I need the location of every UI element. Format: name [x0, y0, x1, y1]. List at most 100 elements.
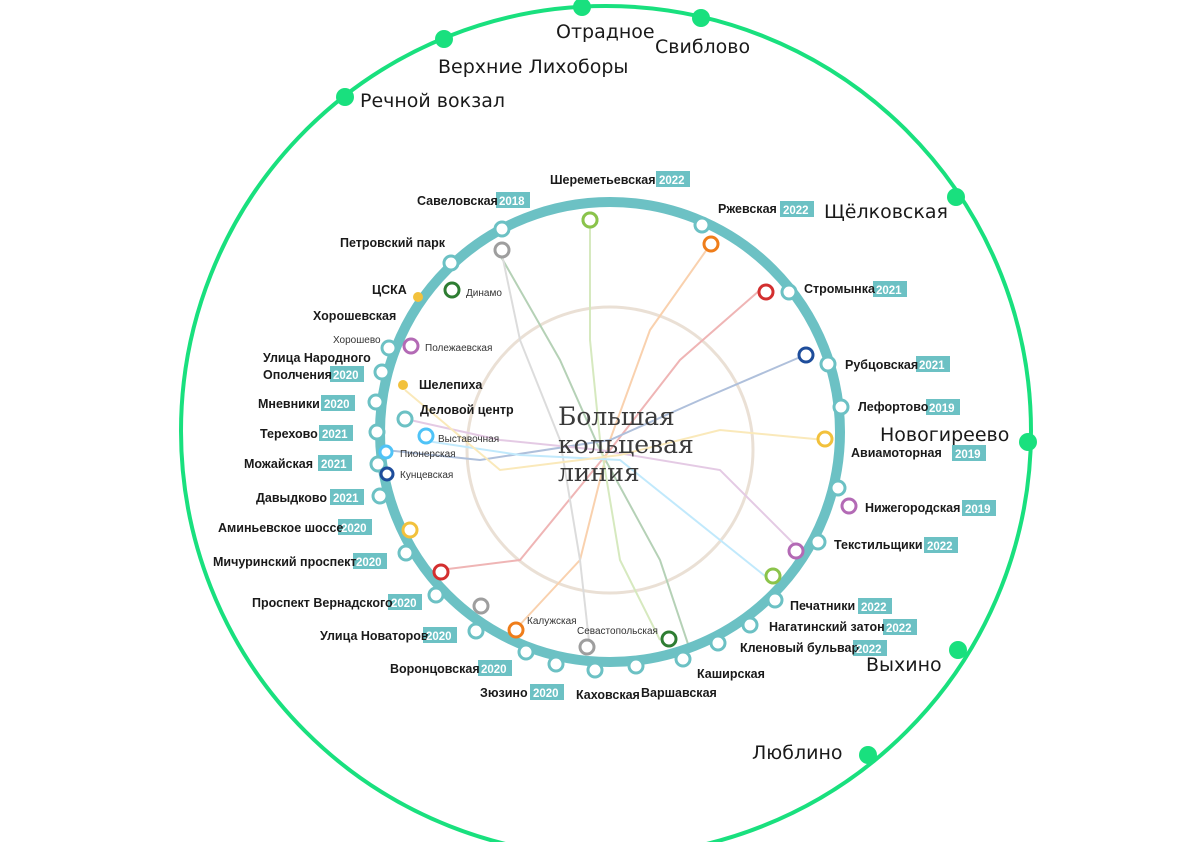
station-marker[interactable] — [413, 292, 423, 302]
station-marker[interactable] — [397, 544, 415, 562]
station-label[interactable]: Улица Народного — [263, 351, 371, 365]
outer-station-dot[interactable] — [435, 30, 453, 48]
station-label[interactable]: Петровский парк — [340, 236, 446, 250]
station-label[interactable]: Кленовый бульвар — [740, 641, 859, 655]
station-marker[interactable] — [493, 220, 511, 238]
station-marker[interactable] — [371, 487, 389, 505]
station-label[interactable]: Текстильщики — [834, 538, 923, 552]
outer-station-sviblovo[interactable]: Свиблово — [655, 36, 750, 58]
transfer-marker-orange[interactable] — [702, 235, 720, 253]
transfer-marker-lightblue-2[interactable] — [417, 427, 435, 445]
transfer-marker-gray[interactable] — [578, 638, 596, 656]
transfer-marker-green[interactable] — [660, 630, 678, 648]
station-marker[interactable] — [369, 455, 387, 473]
station-marker[interactable] — [586, 661, 604, 679]
transfer-marker-orange-2[interactable] — [507, 621, 525, 639]
outer-station-rechnoy-vokzal[interactable]: Речной вокзал — [360, 90, 505, 112]
station-marker[interactable] — [766, 591, 784, 609]
station-label[interactable]: Рубцовская — [845, 358, 918, 372]
transfer-marker-lightblue[interactable] — [378, 444, 394, 460]
station-marker[interactable] — [367, 393, 385, 411]
outer-station-dot[interactable] — [1019, 433, 1037, 451]
badge-bg — [952, 445, 986, 461]
station-label[interactable]: Хорошевская — [313, 309, 396, 323]
transfer-marker-purple-3[interactable] — [402, 337, 420, 355]
station-label[interactable]: Зюзино — [480, 686, 528, 700]
transfer-marker-red-2[interactable] — [432, 563, 450, 581]
outer-station-vykhino[interactable]: Выхино — [866, 654, 942, 676]
transfer-marker-gray-3[interactable] — [493, 241, 511, 259]
station-marker[interactable] — [547, 655, 565, 673]
inner-line-7 — [499, 244, 591, 651]
station-marker[interactable] — [832, 398, 850, 416]
outer-station-shchyolkovskaya[interactable]: Щёлковская — [824, 201, 948, 223]
outer-station-lyublino[interactable]: Люблино — [752, 742, 843, 764]
station-label[interactable]: Деловой центр — [420, 403, 514, 417]
station-label[interactable]: Авиамоторная — [851, 446, 942, 460]
station-marker[interactable] — [517, 643, 535, 661]
station-marker[interactable] — [396, 410, 414, 428]
station-label[interactable]: Проспект Вернадского — [252, 596, 393, 610]
station-label[interactable]: Нижегородская — [865, 501, 960, 515]
station-label[interactable]: Мневники — [258, 397, 320, 411]
transfer-marker-darkblue-2[interactable] — [379, 466, 395, 482]
station-label[interactable]: Мичуринский проспект — [213, 555, 357, 569]
station-label[interactable]: Ополчения — [263, 368, 332, 382]
transfer-marker-gray-2[interactable] — [472, 597, 490, 615]
station-marker[interactable] — [674, 650, 692, 668]
station-label[interactable]: Каширская — [697, 667, 765, 681]
station-label[interactable]: Шереметьевская — [550, 173, 656, 187]
badge-bg — [478, 660, 512, 676]
station-year: 2022 — [886, 623, 912, 635]
station-marker[interactable] — [829, 479, 847, 497]
station-marker[interactable] — [467, 622, 485, 640]
station-marker[interactable] — [380, 339, 398, 357]
outer-station-verkhnie-likhobory[interactable]: Верхние Лихоборы — [438, 56, 628, 78]
transfer-marker-yellow-2[interactable] — [401, 521, 419, 539]
transfer-marker-red[interactable] — [757, 283, 775, 301]
station-label[interactable]: Улица Новаторов — [320, 629, 429, 643]
transfer-marker-lime[interactable] — [581, 211, 599, 229]
station-marker[interactable] — [780, 283, 798, 301]
station-marker[interactable] — [427, 586, 445, 604]
outer-station-dot[interactable] — [947, 188, 965, 206]
outer-station-novogireevo[interactable]: Новогиреево — [880, 424, 1009, 446]
outer-station-dot[interactable] — [573, 0, 591, 16]
station-label[interactable]: Каховская — [576, 688, 640, 702]
station-label[interactable]: Ржевская — [718, 202, 777, 216]
transfer-marker-purple[interactable] — [840, 497, 858, 515]
transfer-marker-yellow[interactable] — [816, 430, 834, 448]
transfer-marker-lime-2[interactable] — [764, 567, 782, 585]
station-label[interactable]: Терехово — [260, 427, 318, 441]
station-marker[interactable] — [809, 533, 827, 551]
station-label[interactable]: Аминьевское шоссе — [218, 521, 343, 535]
transfer-marker-green-2[interactable] — [443, 281, 461, 299]
station-label[interactable]: Савеловская — [417, 194, 498, 208]
station-marker[interactable] — [398, 380, 408, 390]
station-label[interactable]: Печатники — [790, 599, 855, 613]
station-label[interactable]: Стромынка — [804, 282, 876, 296]
outer-station-dot[interactable] — [336, 88, 354, 106]
station-marker[interactable] — [373, 363, 391, 381]
station-label[interactable]: Шелепиха — [419, 378, 483, 392]
station-label[interactable]: Давыдково — [256, 491, 327, 505]
station-marker[interactable] — [627, 657, 645, 675]
station-label[interactable]: Воронцовская — [390, 662, 480, 676]
station-marker[interactable] — [819, 355, 837, 373]
station-marker[interactable] — [741, 616, 759, 634]
station-marker[interactable] — [368, 423, 386, 441]
outer-station-otradnoe[interactable]: Отрадное — [556, 21, 655, 43]
outer-station-dot[interactable] — [692, 9, 710, 27]
transfer-marker-darkblue[interactable] — [797, 346, 815, 364]
station-label[interactable]: ЦСКА — [372, 283, 407, 297]
station-label[interactable]: Варшавская — [641, 686, 717, 700]
station-label[interactable]: Лефортово — [858, 400, 929, 414]
station-label[interactable]: Нагатинский затон — [769, 620, 885, 634]
outer-station-dot[interactable] — [859, 746, 877, 764]
station-marker[interactable] — [709, 634, 727, 652]
outer-station-dot[interactable] — [949, 641, 967, 659]
transfer-marker-purple-2[interactable] — [787, 542, 805, 560]
station-marker[interactable] — [693, 216, 711, 234]
station-marker[interactable] — [442, 254, 460, 272]
station-label[interactable]: Можайская — [244, 457, 313, 471]
